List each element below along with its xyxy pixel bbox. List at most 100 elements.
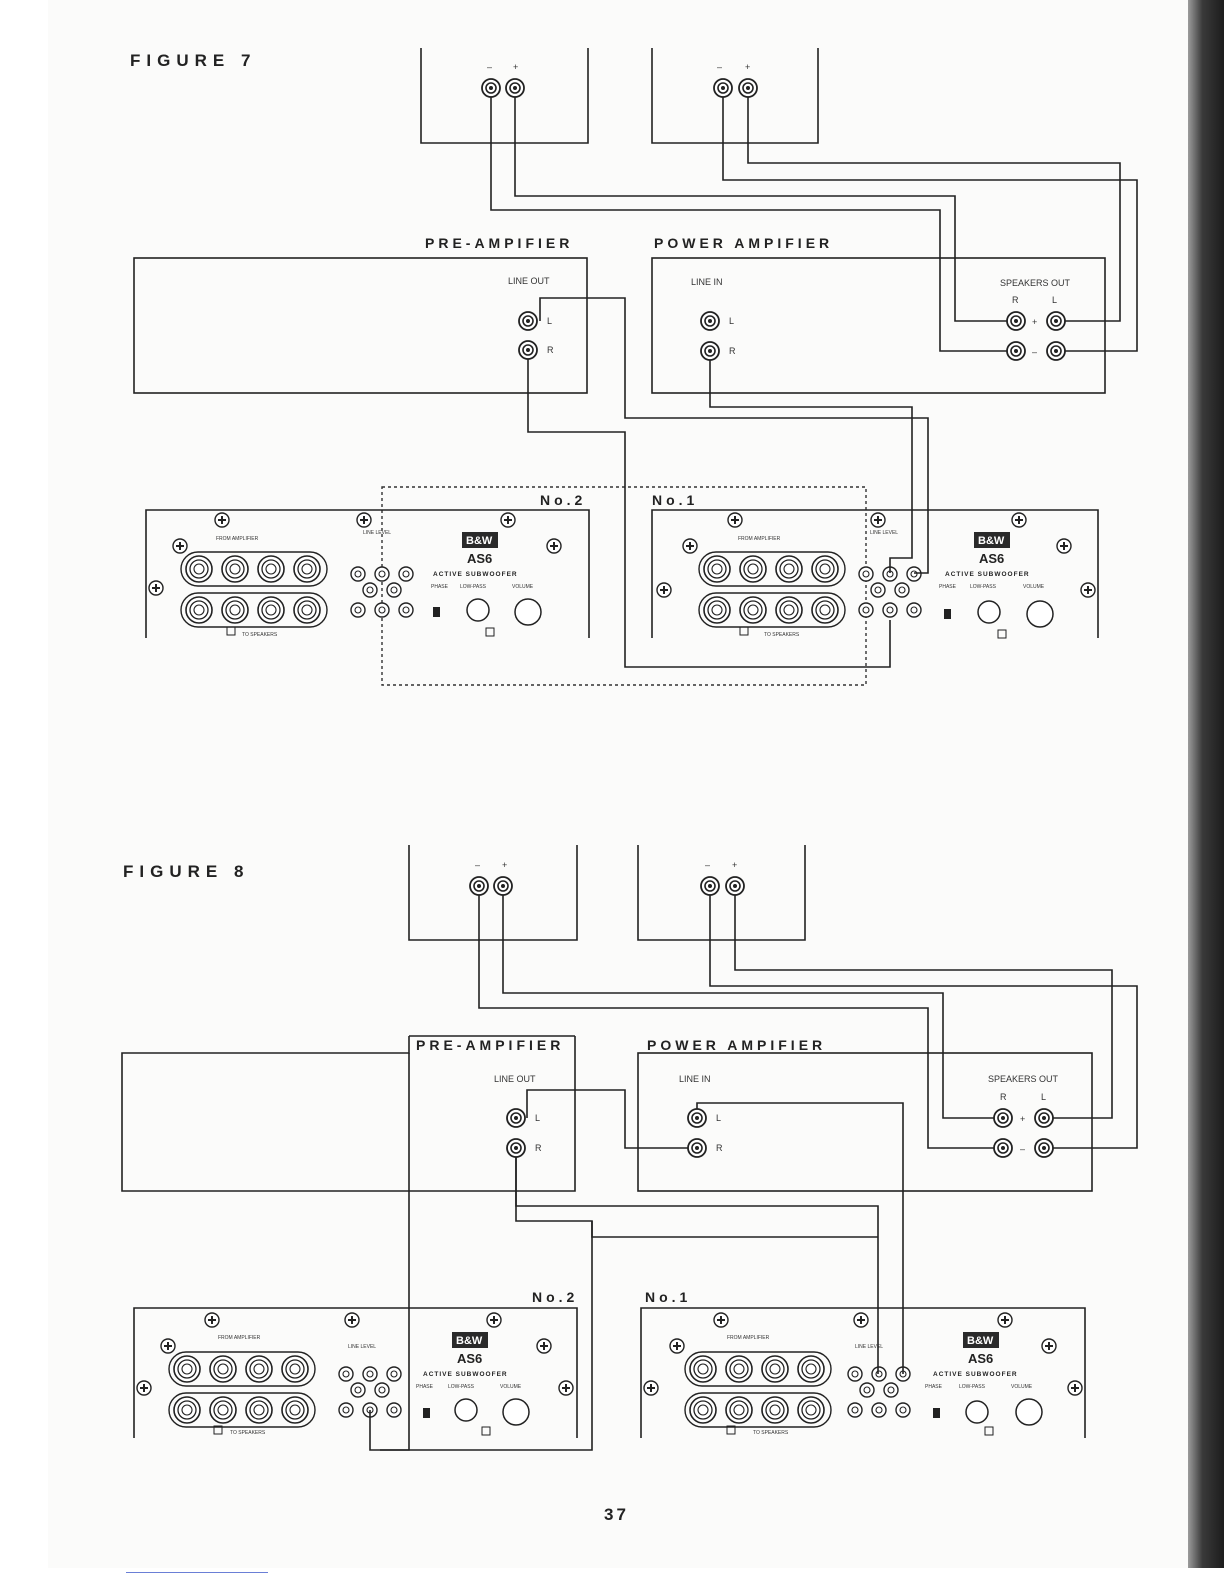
- from-amp-terminal[interactable]: [281, 1355, 309, 1383]
- line-out-l-jack[interactable]: [506, 1108, 526, 1128]
- line-in-r-jack[interactable]: [700, 341, 720, 361]
- line-in-l-jack[interactable]: [687, 1108, 707, 1128]
- phase-label: PHASE: [416, 1384, 434, 1390]
- line-level-jack[interactable]: [398, 566, 414, 582]
- from-amp-terminal[interactable]: [689, 1355, 717, 1383]
- speaker-plus-terminal[interactable]: [493, 876, 513, 896]
- volume-knob[interactable]: [1015, 1398, 1043, 1426]
- from-amp-terminal[interactable]: [245, 1355, 273, 1383]
- line-level-jack[interactable]: [386, 582, 402, 598]
- volume-knob[interactable]: [1026, 600, 1054, 628]
- line-level-jack[interactable]: [871, 1402, 887, 1418]
- line-level-jack[interactable]: [894, 582, 910, 598]
- to-speakers-terminal[interactable]: [811, 596, 839, 624]
- to-speakers-terminal[interactable]: [209, 1396, 237, 1424]
- volume-knob[interactable]: [502, 1398, 530, 1426]
- line-out-l-jack[interactable]: [518, 311, 538, 331]
- line-level-jack[interactable]: [871, 1366, 887, 1382]
- from-amp-terminal[interactable]: [293, 555, 321, 583]
- volume-knob[interactable]: [514, 598, 542, 626]
- to-speakers-terminal[interactable]: [281, 1396, 309, 1424]
- speakers-out-r-minus[interactable]: [993, 1138, 1013, 1158]
- line-out-r-jack[interactable]: [518, 340, 538, 360]
- to-speakers-terminal[interactable]: [739, 596, 767, 624]
- from-amp-terminal[interactable]: [761, 1355, 789, 1383]
- line-level-jack[interactable]: [374, 566, 390, 582]
- speakers-out-r-minus[interactable]: [1006, 341, 1026, 361]
- line-level-jack[interactable]: [398, 602, 414, 618]
- speaker-minus-terminal[interactable]: [700, 876, 720, 896]
- from-amp-terminal[interactable]: [725, 1355, 753, 1383]
- from-amp-terminal[interactable]: [173, 1355, 201, 1383]
- to-speakers-terminal[interactable]: [245, 1396, 273, 1424]
- to-speakers-terminal[interactable]: [221, 596, 249, 624]
- speaker-plus-label: +: [502, 860, 507, 870]
- line-level-jack[interactable]: [350, 566, 366, 582]
- line-level-jack[interactable]: [338, 1402, 354, 1418]
- speaker-plus-terminal[interactable]: [725, 876, 745, 896]
- line-level-jack[interactable]: [350, 1382, 366, 1398]
- line-level-jack[interactable]: [882, 602, 898, 618]
- speakers-out-l-minus[interactable]: [1046, 341, 1066, 361]
- phase-switch[interactable]: [423, 1408, 430, 1418]
- speaker-plus-terminal[interactable]: [738, 78, 758, 98]
- line-level-jack[interactable]: [362, 582, 378, 598]
- phase-switch[interactable]: [944, 609, 951, 619]
- line-out-r-jack[interactable]: [506, 1138, 526, 1158]
- to-speakers-terminal[interactable]: [293, 596, 321, 624]
- to-speakers-terminal[interactable]: [689, 1396, 717, 1424]
- from-amp-terminal[interactable]: [703, 555, 731, 583]
- line-level-jack[interactable]: [870, 582, 886, 598]
- from-amp-terminal[interactable]: [811, 555, 839, 583]
- low-pass-knob[interactable]: [977, 600, 1001, 624]
- line-in-r-jack[interactable]: [687, 1138, 707, 1158]
- line-level-jack[interactable]: [858, 566, 874, 582]
- line-level-jack[interactable]: [386, 1402, 402, 1418]
- line-in-l-jack[interactable]: [700, 311, 720, 331]
- to-speakers-terminal[interactable]: [761, 1396, 789, 1424]
- line-level-jack[interactable]: [362, 1366, 378, 1382]
- to-speakers-terminal[interactable]: [703, 596, 731, 624]
- from-amp-terminal[interactable]: [797, 1355, 825, 1383]
- to-speakers-terminal[interactable]: [725, 1396, 753, 1424]
- from-amp-terminal[interactable]: [775, 555, 803, 583]
- to-speakers-terminal[interactable]: [185, 596, 213, 624]
- speaker-minus-terminal[interactable]: [469, 876, 489, 896]
- speakers-out-l-minus[interactable]: [1034, 1138, 1054, 1158]
- to-speakers-terminal[interactable]: [173, 1396, 201, 1424]
- line-level-jack[interactable]: [858, 602, 874, 618]
- speakers-out-r-plus[interactable]: [1006, 311, 1026, 331]
- line-level-jack[interactable]: [895, 1402, 911, 1418]
- speakers-out-r-plus[interactable]: [993, 1108, 1013, 1128]
- low-pass-label: LOW-PASS: [448, 1384, 475, 1390]
- line-level-jack[interactable]: [906, 602, 922, 618]
- line-level-jack[interactable]: [847, 1366, 863, 1382]
- line-level-jack[interactable]: [374, 602, 390, 618]
- from-amp-terminal[interactable]: [185, 555, 213, 583]
- from-amp-terminal[interactable]: [257, 555, 285, 583]
- from-amp-terminal[interactable]: [221, 555, 249, 583]
- line-level-jack[interactable]: [847, 1402, 863, 1418]
- line-level-jack[interactable]: [859, 1382, 875, 1398]
- line-level-jack[interactable]: [906, 566, 922, 582]
- to-speakers-terminal[interactable]: [775, 596, 803, 624]
- from-amp-terminal[interactable]: [739, 555, 767, 583]
- speaker-minus-terminal[interactable]: [481, 78, 501, 98]
- line-level-jack[interactable]: [386, 1366, 402, 1382]
- line-level-jack[interactable]: [338, 1366, 354, 1382]
- line-level-jack[interactable]: [350, 602, 366, 618]
- line-level-jack[interactable]: [883, 1382, 899, 1398]
- low-pass-knob[interactable]: [965, 1400, 989, 1424]
- low-pass-knob[interactable]: [466, 598, 490, 622]
- speakers-out-l-plus[interactable]: [1046, 311, 1066, 331]
- phase-switch[interactable]: [933, 1408, 940, 1418]
- phase-switch[interactable]: [433, 607, 440, 617]
- speaker-minus-terminal[interactable]: [713, 78, 733, 98]
- to-speakers-terminal[interactable]: [797, 1396, 825, 1424]
- from-amp-terminal[interactable]: [209, 1355, 237, 1383]
- low-pass-knob[interactable]: [454, 1398, 478, 1422]
- speakers-out-l-plus[interactable]: [1034, 1108, 1054, 1128]
- speaker-plus-terminal[interactable]: [505, 78, 525, 98]
- line-level-jack[interactable]: [374, 1382, 390, 1398]
- to-speakers-terminal[interactable]: [257, 596, 285, 624]
